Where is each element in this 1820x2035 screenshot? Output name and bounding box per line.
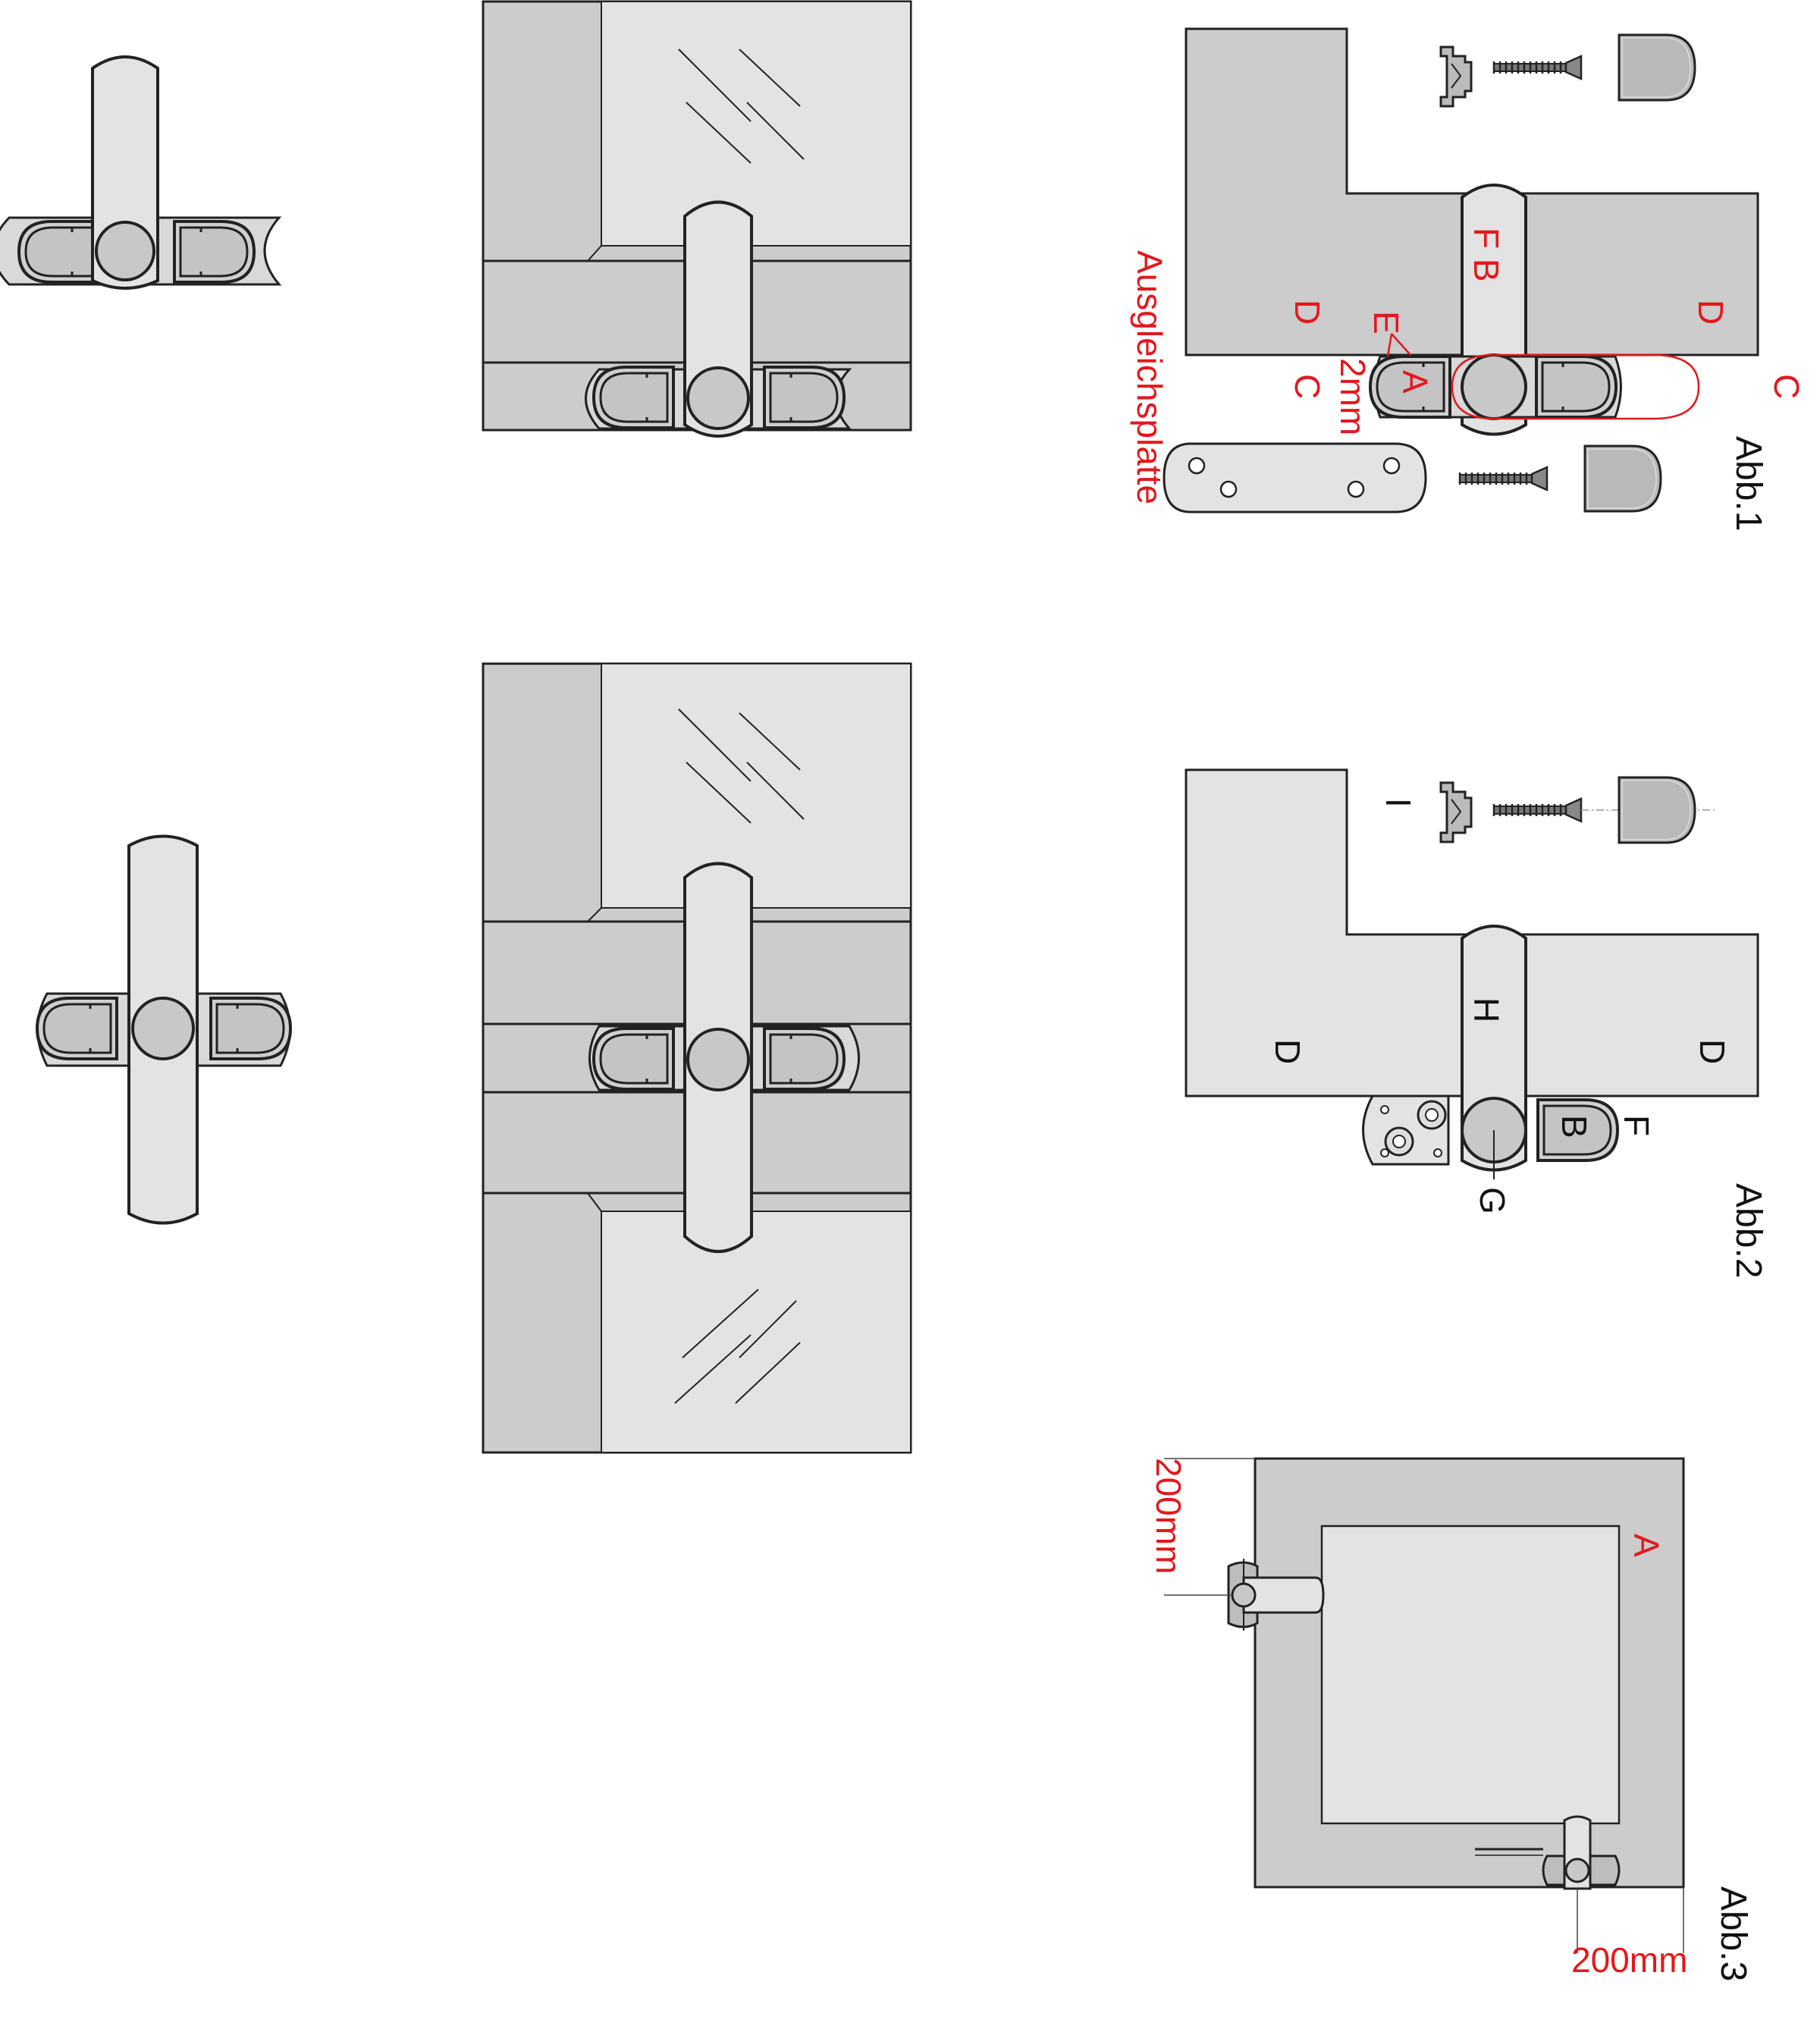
label-gap-2mm: 2mm <box>1333 358 1373 435</box>
clamp-left-edge <box>1227 1559 1325 1631</box>
abb1-exploded-view: Ausgleichsplatte D D F B E A 2mm C C Abb… <box>1130 27 1806 531</box>
clamp-cap-right <box>173 220 256 284</box>
cross-glass-mounted-view <box>482 662 912 1454</box>
cross-clamp-top-view <box>36 834 292 1225</box>
label-d-left: D <box>1288 300 1327 325</box>
clip-part <box>1439 46 1473 108</box>
clamp-bottom-edge <box>1542 1815 1621 1890</box>
label-dim-top: 200mm <box>1149 1458 1188 1574</box>
label-ausgleichsplatte: Ausgleichsplatte <box>1130 250 1169 504</box>
abb3-placement-view: A 200mm 200mm Abb.3 <box>1149 1457 1753 1981</box>
label-i: I <box>1379 798 1418 808</box>
label-d-right: D <box>1693 1039 1732 1064</box>
label-dim-bottom: 200mm <box>1571 1940 1687 1980</box>
caption-abb2: Abb.2 <box>1728 1183 1768 1278</box>
label-d-left: D <box>1268 1039 1307 1064</box>
label-f: F <box>1617 1115 1656 1136</box>
shim-plate <box>1163 442 1427 513</box>
clamp-cap-left <box>17 220 100 284</box>
label-fb: F B <box>1467 228 1506 282</box>
label-b: B <box>1555 1115 1594 1138</box>
label-e: E <box>1367 311 1406 334</box>
label-c-right: C <box>1767 374 1806 399</box>
corner-glass-mounted-view <box>482 0 912 438</box>
label-g: G <box>1473 1187 1512 1214</box>
label-h: H <box>1467 997 1506 1022</box>
abb2-exploded-view: I H D D B F G Abb.2 <box>1185 768 1768 1278</box>
label-c-left: C <box>1288 374 1327 399</box>
caption-abb1: Abb.1 <box>1728 436 1768 531</box>
label-a: A <box>1627 1534 1666 1557</box>
t-clamp-top-view <box>0 55 282 290</box>
label-a: A <box>1395 370 1435 394</box>
label-d-right: D <box>1691 300 1731 325</box>
caption-abb3: Abb.3 <box>1713 1886 1753 1981</box>
